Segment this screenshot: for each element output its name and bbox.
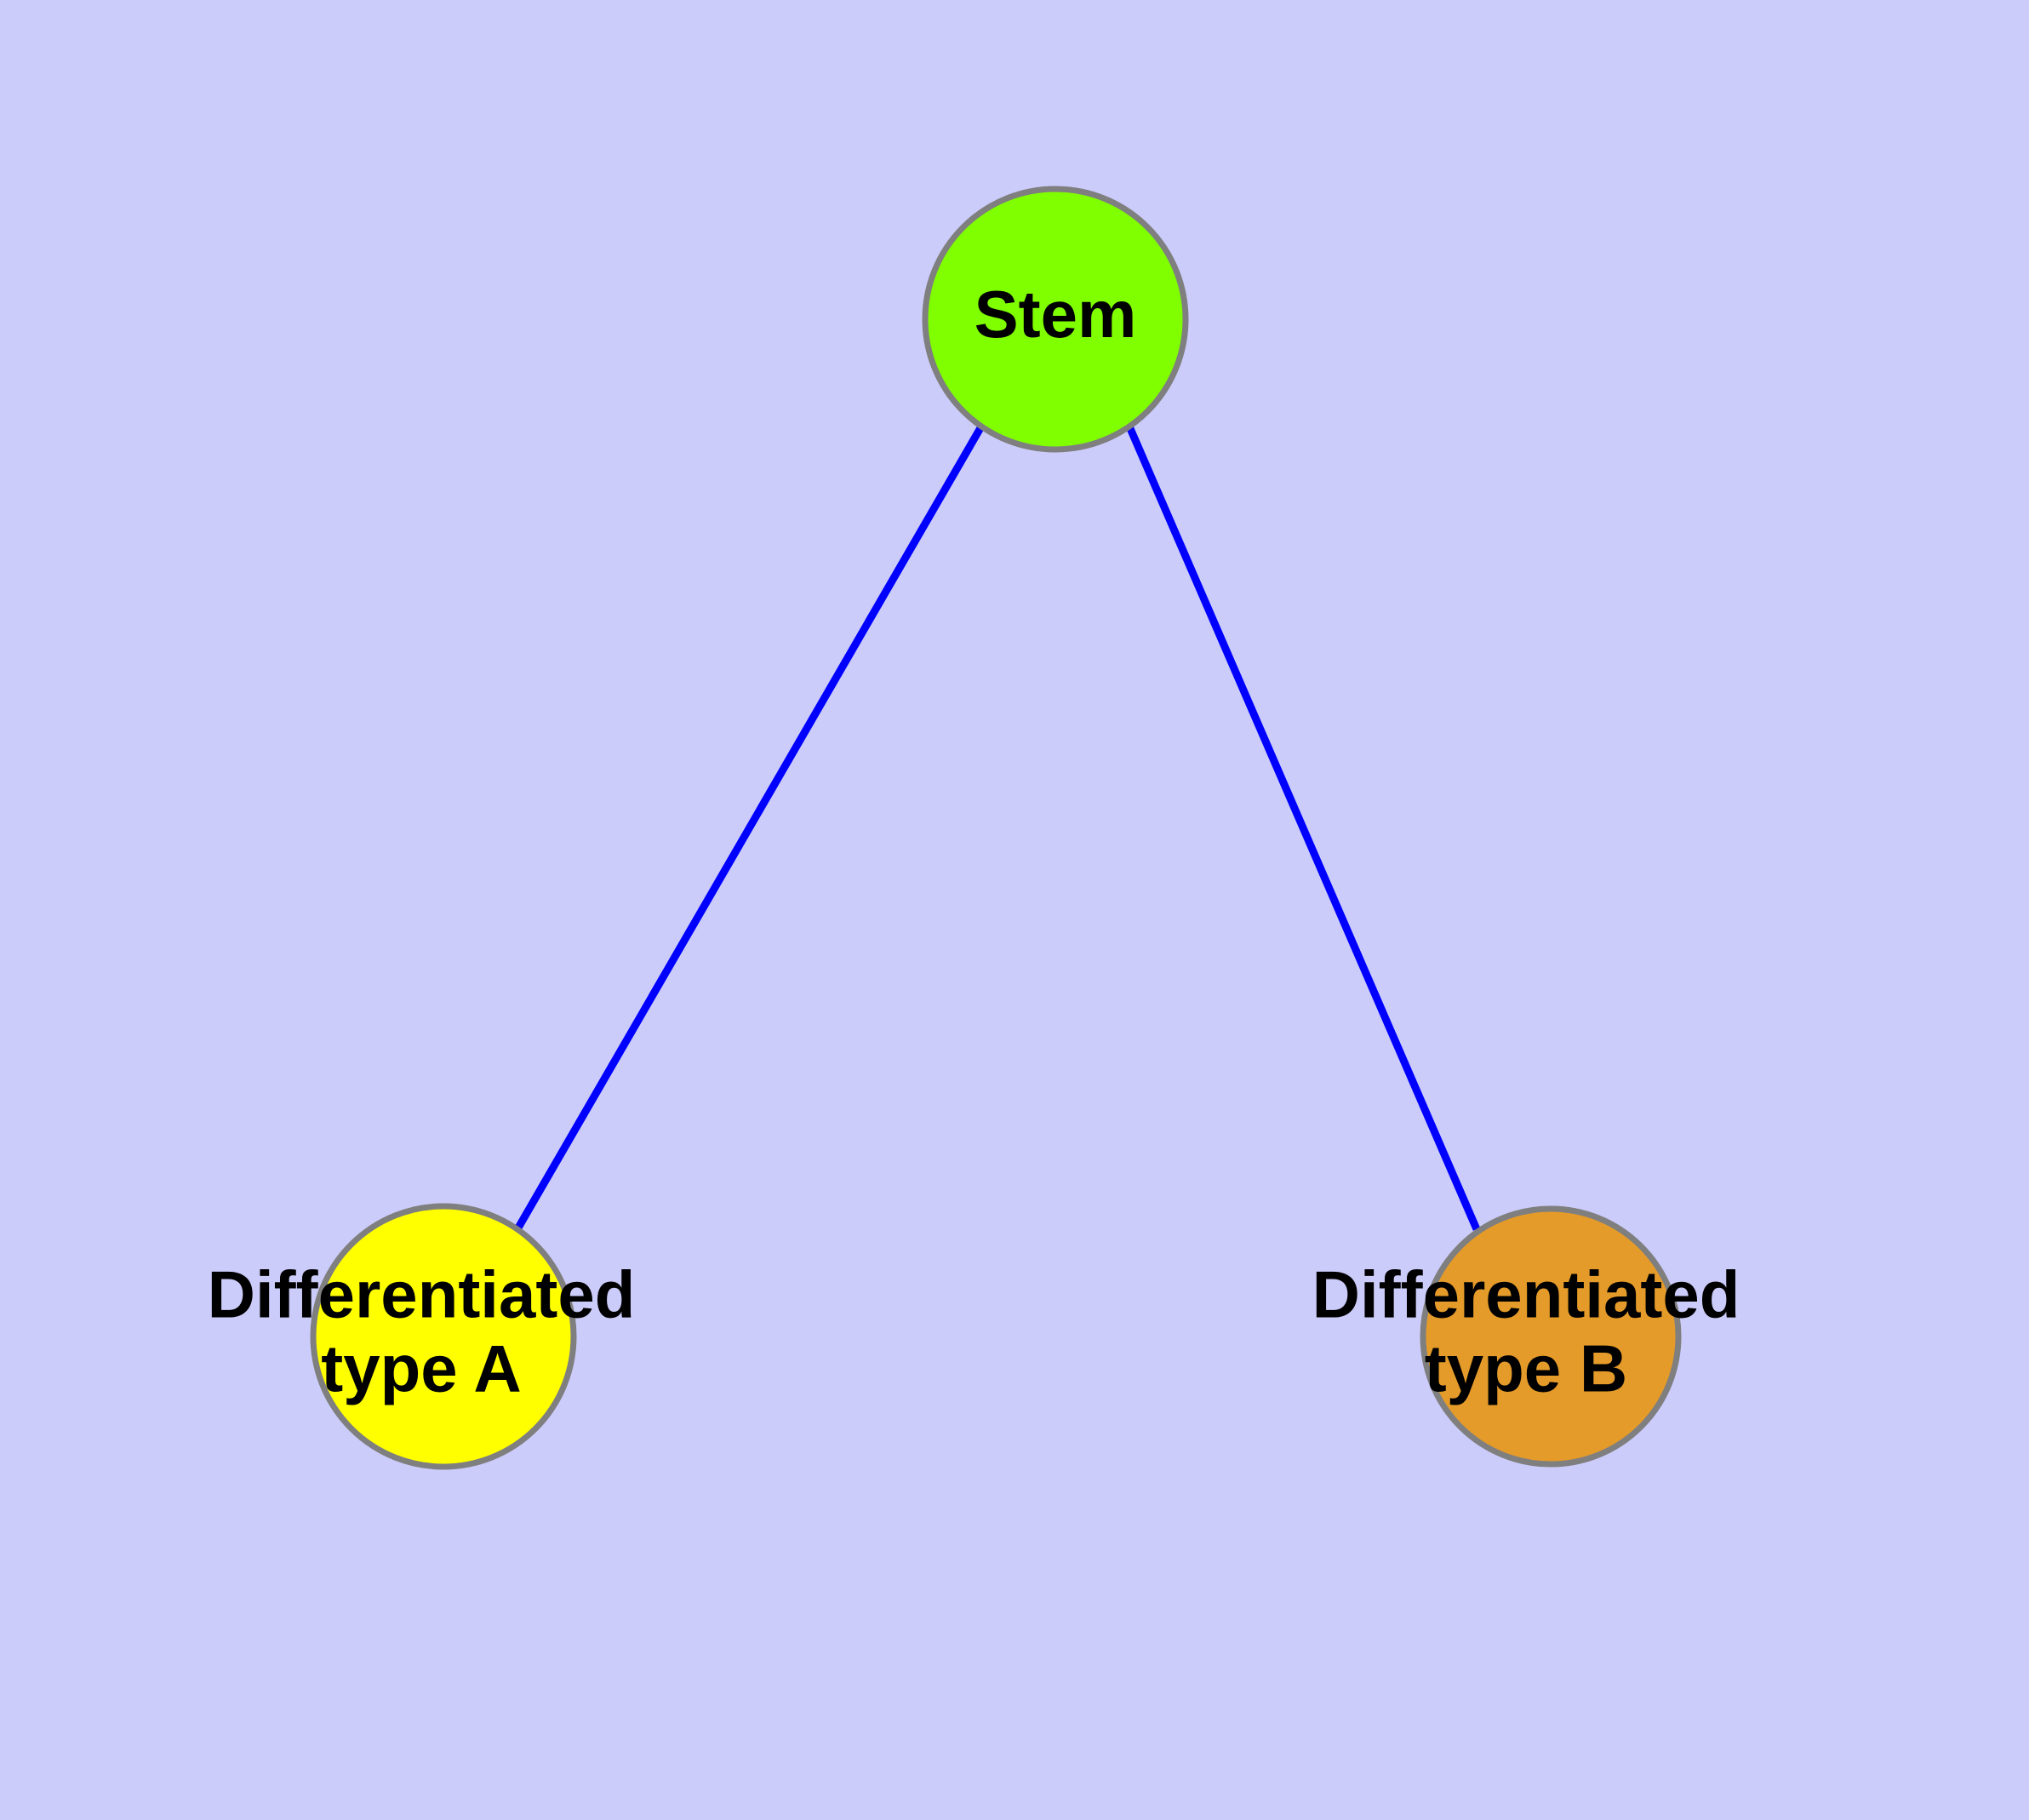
node-label-stem: Stem: [974, 277, 1137, 352]
node-label-line: Differentiated: [1312, 1256, 1740, 1331]
node-label-line: Stem: [974, 277, 1137, 352]
edges-layer: [514, 424, 1481, 1232]
edge-stem-to-diff-a[interactable]: [514, 424, 985, 1232]
node-label-line: type B: [1425, 1331, 1627, 1405]
node-label-line: type A: [321, 1331, 522, 1405]
edge-stem-to-diff-b[interactable]: [1125, 425, 1481, 1231]
node-diff-a[interactable]: [310, 1203, 577, 1470]
node-label-line: Differentiated: [208, 1256, 636, 1331]
node-stem[interactable]: [922, 186, 1189, 453]
node-diff-b[interactable]: [1420, 1205, 1682, 1468]
nodes-layer: [310, 186, 1682, 1470]
